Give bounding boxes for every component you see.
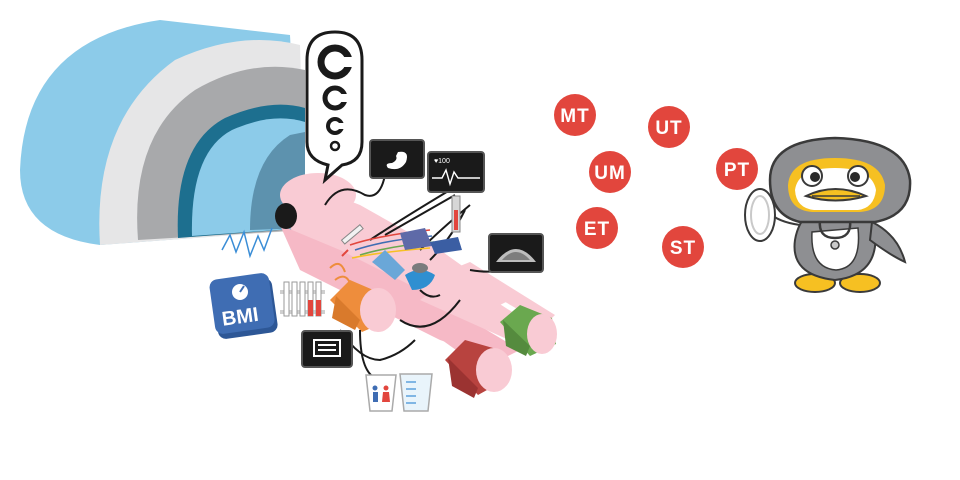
badge-ut[interactable]: UT [648, 106, 690, 148]
svg-text:ST: ST [670, 238, 696, 259]
bmi-label: BMI [221, 304, 260, 331]
ecg-monitor-icon: ♥100 [427, 151, 485, 233]
orange-cuff [330, 280, 396, 332]
green-cuff [500, 305, 557, 356]
intestine-xray-icon [301, 330, 353, 368]
test-tube-rack-icon [280, 281, 325, 317]
pulse-squiggle [221, 227, 273, 259]
badge-um[interactable]: UM [589, 151, 631, 193]
stomach-xray-icon [369, 139, 425, 179]
svg-text:UM: UM [594, 163, 626, 184]
vein-icon [329, 262, 353, 291]
urine-cup-icon [365, 373, 433, 412]
ultrasound-probe-icon [372, 250, 435, 290]
sensor-clip-icon [400, 228, 462, 254]
ecg-readout: ♥100 [434, 158, 450, 165]
svg-text:UT: UT [655, 118, 682, 139]
syringe-icon [340, 224, 364, 257]
scanner-icon [20, 20, 306, 245]
ultrasound-icon [488, 233, 544, 273]
svg-text:MT: MT [560, 106, 589, 127]
svg-text:ET: ET [584, 219, 610, 240]
test-badges: MT UT UM PT ET ST [554, 94, 758, 268]
badge-pt[interactable]: PT [716, 148, 758, 190]
badge-et[interactable]: ET [576, 207, 618, 249]
svg-text:PT: PT [724, 160, 750, 181]
red-cuff [445, 340, 512, 398]
badge-mt[interactable]: MT [554, 94, 596, 136]
badge-st[interactable]: ST [662, 226, 704, 268]
penguin-doctor-icon [744, 136, 912, 293]
eye-chart-icon [305, 30, 364, 185]
bmi-scale-icon: BMI [209, 273, 278, 339]
